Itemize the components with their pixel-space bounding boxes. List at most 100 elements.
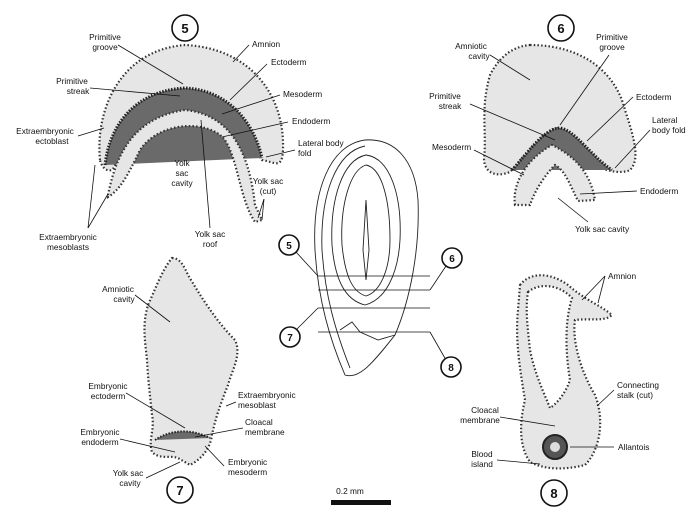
leader-line xyxy=(89,87,181,97)
leader-line xyxy=(232,44,250,63)
leader-line xyxy=(557,197,589,223)
leader-line xyxy=(225,401,237,407)
schematic-connecting-stalk xyxy=(339,321,396,341)
section-7-number: 7 xyxy=(176,483,183,498)
leader-line xyxy=(469,103,556,141)
leader-line xyxy=(77,127,105,137)
label-amnion: Amnion xyxy=(252,39,281,49)
schematic-outline xyxy=(314,139,419,377)
schematic-marker-5-label: 5 xyxy=(286,241,292,252)
leader-line xyxy=(200,119,211,229)
leader-line xyxy=(473,149,525,176)
leader-line xyxy=(261,198,265,221)
scale-bar-line xyxy=(331,500,391,505)
section-8-amniotic-cavity xyxy=(525,284,574,410)
leader-line xyxy=(295,307,319,331)
leader-line xyxy=(204,445,225,467)
leader-line xyxy=(125,392,186,429)
label-ectoderm: Ectoderm xyxy=(271,57,307,67)
schematic-marker-5 xyxy=(278,234,300,256)
leader-line xyxy=(295,251,319,277)
leader-line xyxy=(586,96,634,142)
label-yolk-sac-cut: Yolk sac(cut) xyxy=(253,176,284,196)
leader-line xyxy=(614,129,651,169)
embryo-schematic: 5 6 7 8 xyxy=(278,139,463,378)
leader-line xyxy=(559,54,610,126)
section-7-number-circle xyxy=(166,476,194,504)
section-8-allantois-lumen xyxy=(550,442,560,452)
scale-bar-label: 0.2 mm xyxy=(336,486,364,496)
leader-line xyxy=(87,164,96,229)
schematic-marker-8 xyxy=(440,356,462,378)
label-amnion: Amnion xyxy=(608,271,637,281)
schematic-marker-6 xyxy=(441,247,463,269)
section-5-number-circle xyxy=(171,14,199,42)
leader-line xyxy=(429,265,447,291)
leader-line xyxy=(257,198,265,219)
schematic-marker-6-label: 6 xyxy=(449,254,455,265)
section-5-number: 5 xyxy=(181,21,188,36)
leader-line xyxy=(499,416,556,427)
section-5-tissue xyxy=(98,43,285,172)
leader-line xyxy=(134,294,171,323)
section-6-number-circle xyxy=(547,14,575,42)
scale-bar: 0.2 mm xyxy=(331,486,391,505)
leader-line xyxy=(194,427,244,438)
leader-line xyxy=(579,190,638,195)
label-yolk-sac-cavity: Yolk sac cavity xyxy=(575,224,630,234)
leader-line xyxy=(221,94,281,115)
schematic-outline xyxy=(321,145,366,369)
leader-line xyxy=(496,459,541,465)
leader-line xyxy=(265,149,296,158)
section-5-yolk-sac-wall xyxy=(106,108,264,224)
leader-line xyxy=(145,461,181,479)
section-7-tissue xyxy=(143,256,239,467)
label-mesoderm: Mesoderm xyxy=(283,89,322,99)
section-8-number-circle xyxy=(540,479,568,507)
leader-line xyxy=(581,275,606,301)
leader-line xyxy=(229,63,268,101)
leader-line xyxy=(597,275,606,304)
label-endoderm: Endoderm xyxy=(640,186,678,196)
label-allantois: Allantois xyxy=(618,442,649,452)
section-8-number: 8 xyxy=(550,486,557,501)
schematic-marker-8-label: 8 xyxy=(448,363,454,374)
leader-line xyxy=(87,193,109,229)
section-5-embryonic-disc xyxy=(103,86,264,166)
schematic-embryonic-disc xyxy=(331,154,401,306)
leader-line xyxy=(117,44,184,85)
section-6-tissue xyxy=(482,43,637,176)
label-mesoderm: Mesoderm xyxy=(432,142,471,152)
schematic-primitive-streak xyxy=(362,199,370,281)
section-6-number: 6 xyxy=(557,21,564,36)
leader-line xyxy=(489,54,531,81)
schematic-marker-7 xyxy=(279,326,301,348)
section-6-yolk-sac-wall xyxy=(513,143,597,207)
leader-line xyxy=(119,438,176,453)
leader-line xyxy=(221,121,289,138)
